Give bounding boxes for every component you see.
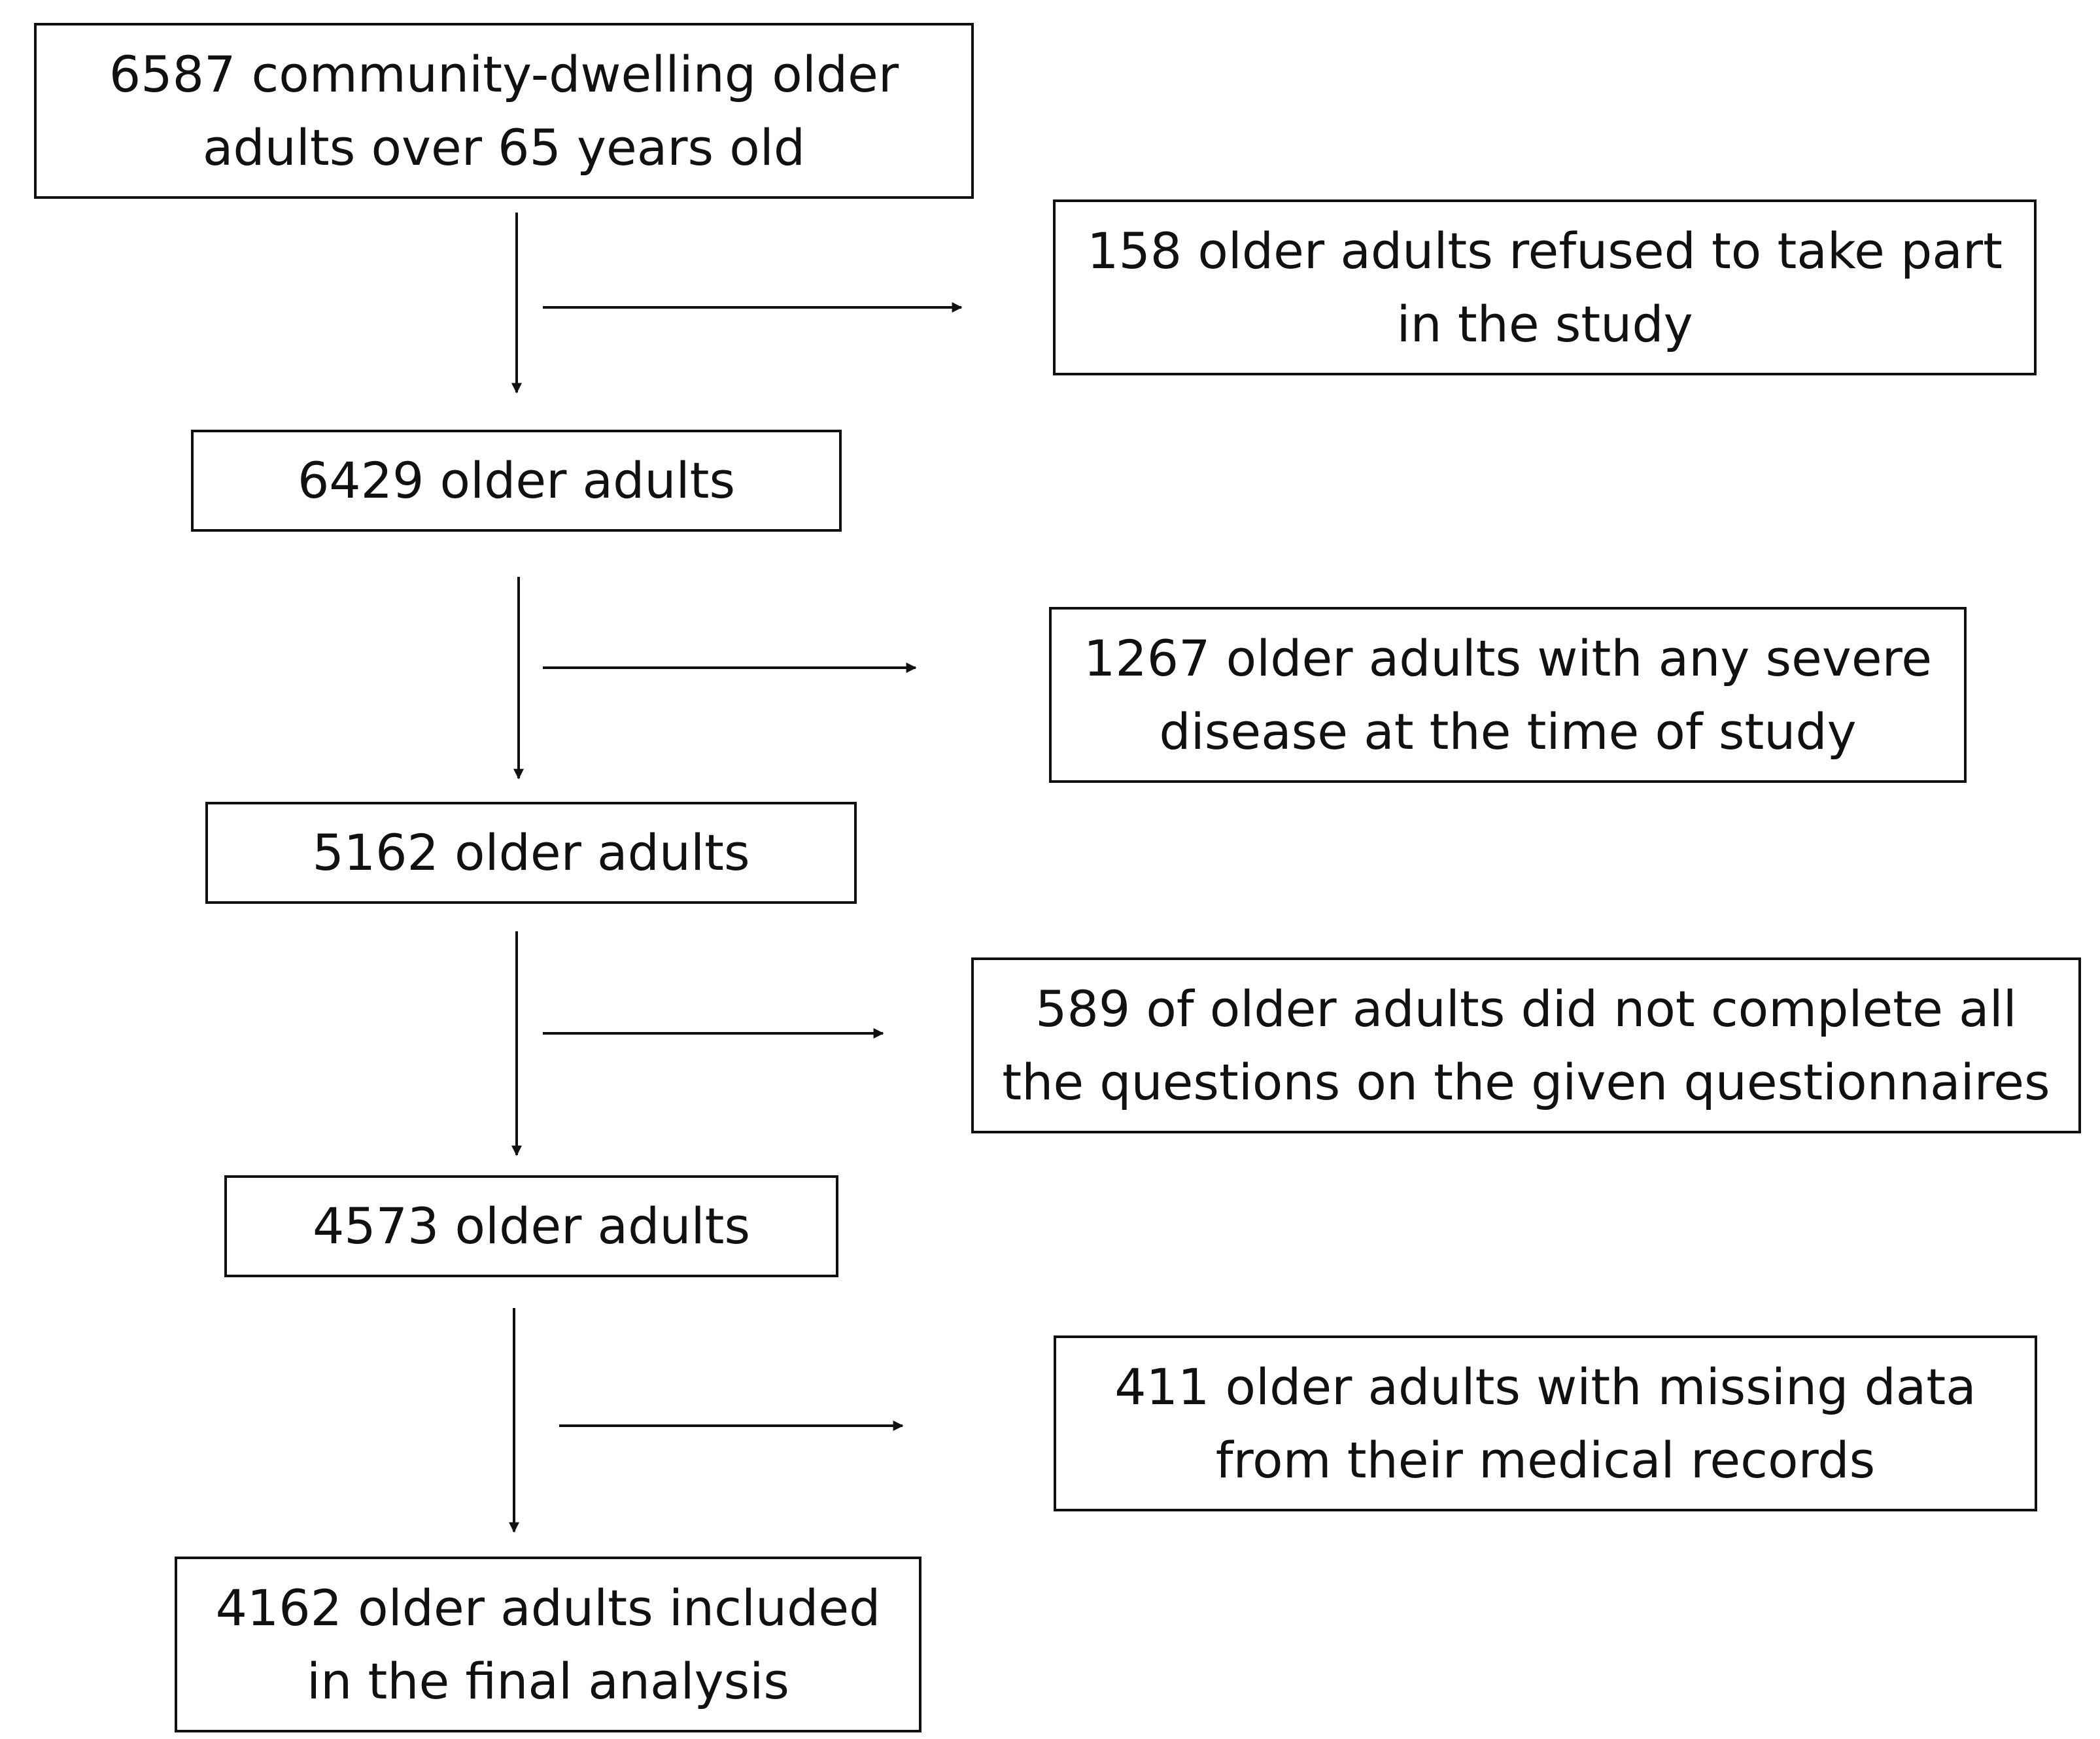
step-box-6429: 6429 older adults bbox=[191, 430, 842, 532]
exclusion-box-missing-records: 411 older adults with missing data from … bbox=[1054, 1335, 2037, 1511]
exclusion-box-refused-line-1: 158 older adults refused to take part bbox=[1087, 221, 2003, 280]
exclusion-box-refused: 158 older adults refused to take part in… bbox=[1053, 199, 2037, 375]
exclusion-box-severe-disease: 1267 older adults with any severe diseas… bbox=[1049, 607, 1967, 783]
step-box-initial-sample-line-2: adults over 65 years old bbox=[202, 118, 806, 177]
step-box-initial-sample: 6587 community-dwelling older adults ove… bbox=[34, 23, 974, 199]
step-box-initial-sample-line-1: 6587 community-dwelling older bbox=[109, 44, 899, 103]
exclusion-box-missing-records-line-1: 411 older adults with missing data bbox=[1114, 1357, 1976, 1416]
exclusion-box-incomplete-questionnaires-line-1: 589 of older adults did not complete all bbox=[1035, 979, 2017, 1038]
step-box-4573-text: 4573 older adults bbox=[312, 1197, 751, 1255]
exclusion-box-incomplete-questionnaires-line-2: the questions on the given questionnaire… bbox=[1002, 1052, 2050, 1111]
step-box-4573: 4573 older adults bbox=[224, 1175, 838, 1277]
step-box-final-analysis-line-1: 4162 older adults included bbox=[215, 1578, 881, 1637]
exclusion-box-incomplete-questionnaires: 589 of older adults did not complete all… bbox=[971, 957, 2081, 1133]
step-box-5162-text: 5162 older adults bbox=[312, 823, 750, 882]
step-box-5162: 5162 older adults bbox=[205, 802, 857, 904]
step-box-final-analysis-line-2: in the final analysis bbox=[307, 1651, 789, 1710]
exclusion-box-refused-line-2: in the study bbox=[1396, 294, 1693, 353]
step-box-final-analysis: 4162 older adults included in the final … bbox=[175, 1557, 921, 1732]
exclusion-box-missing-records-line-2: from their medical records bbox=[1215, 1430, 1876, 1489]
exclusion-box-severe-disease-line-1: 1267 older adults with any severe bbox=[1084, 628, 1932, 687]
step-box-6429-text: 6429 older adults bbox=[297, 451, 736, 509]
exclusion-box-severe-disease-line-2: disease at the time of study bbox=[1159, 702, 1857, 761]
